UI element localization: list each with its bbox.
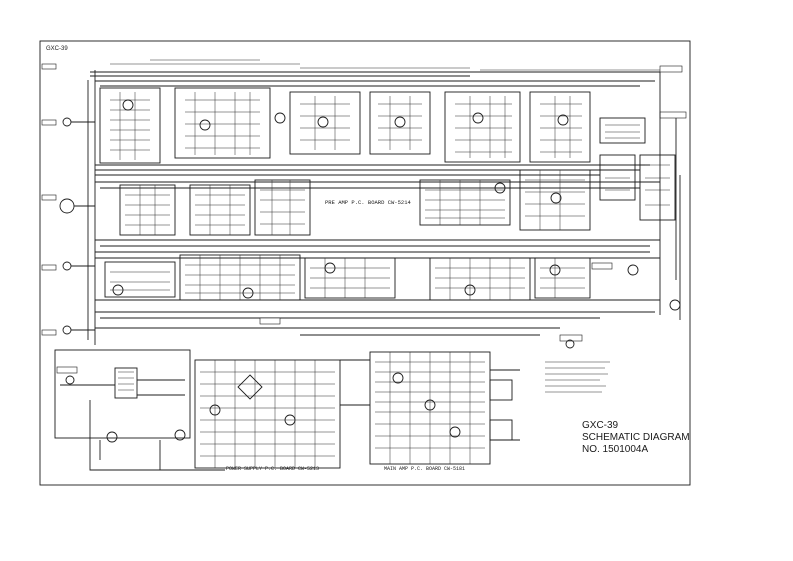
title-model: GXC-39 [582,420,619,431]
drawing-frame [39,40,691,486]
power-supply-section: POWER SUPPLY P.C. BOARD CW-5213 [54,349,341,472]
preamp-stage-wiring [90,59,660,176]
preamp-board-label: PRE AMP P.C. BOARD CW-5214 [325,199,412,206]
title-block: GXC-39 SCHEMATIC DIAGRAM NO. 1501004A [582,420,690,455]
right-top-connectors [599,65,687,320]
title-number: NO. 1501004A [582,444,648,455]
title-diagram: SCHEMATIC DIAGRAM [582,432,690,443]
main-amp-section: MAIN AMP P.C. BOARD CW-5181 [340,351,520,472]
preamp-board: PRE AMP P.C. BOARD CW-5214 [95,169,660,253]
corner-model-label: GXC-39 [46,46,68,52]
left-input-jacks [41,63,96,345]
tone-control-row [95,254,660,349]
notes-block [545,361,610,393]
main-amp-board-label: MAIN AMP P.C. BOARD CW-5181 [384,466,465,472]
power-supply-board-label: POWER SUPPLY P.C. BOARD CW-5213 [226,466,319,472]
